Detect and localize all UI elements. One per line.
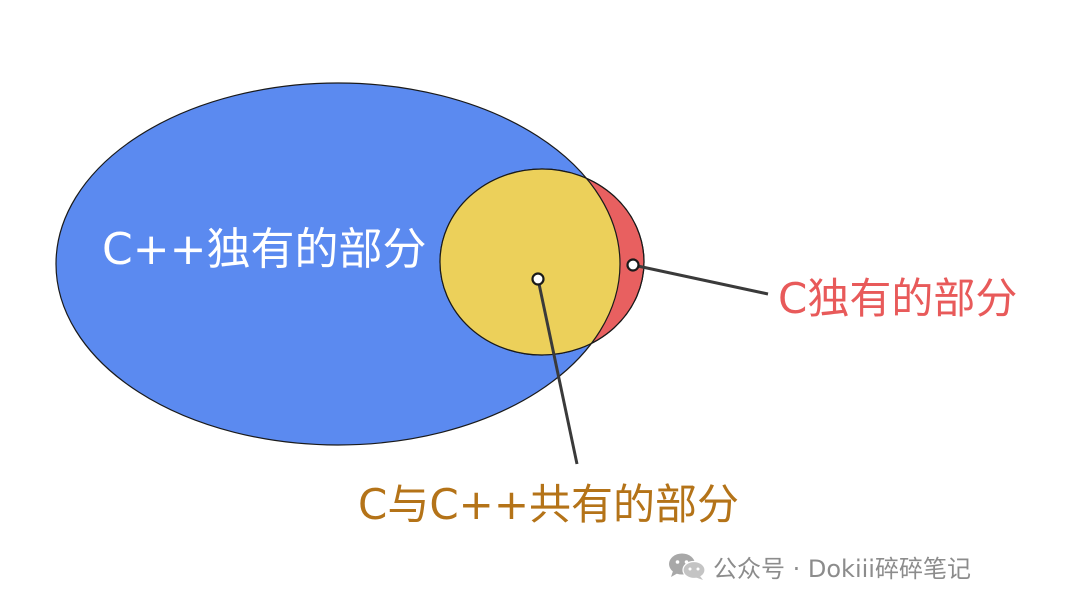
watermark-text: 公众号 · Dokiii碎碎笔记 (713, 554, 971, 583)
c-only-leader-dot (626, 258, 640, 272)
shared-label: C与C++共有的部分 (358, 480, 740, 529)
shared-leader-dot (531, 272, 545, 286)
c-only-leader-line (632, 263, 769, 296)
wechat-icon (669, 553, 706, 580)
cpp-only-label: C++独有的部分 (102, 224, 427, 275)
c-only-label: C独有的部分 (778, 274, 1018, 323)
c-circle-outline (439, 168, 645, 356)
watermark: 公众号 · Dokiii碎碎笔记 (667, 550, 971, 583)
shared-leader-line (536, 278, 579, 465)
